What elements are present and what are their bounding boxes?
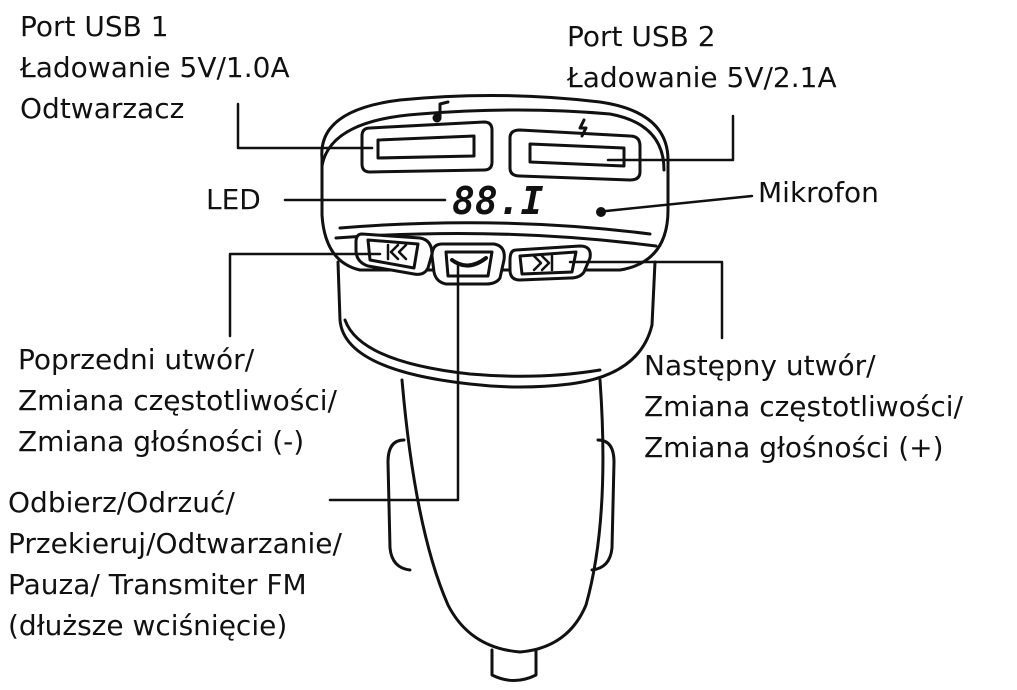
- led-display-text: 88.I: [452, 179, 544, 223]
- usb-port-2: [508, 128, 642, 182]
- label-next-line-2: Zmiana częstotliwości/: [644, 390, 963, 423]
- label-usb-port-1: Port USB 1 Ładowanie 5V/1.0A Odtwarzacz: [20, 6, 290, 129]
- charger-plug: [386, 378, 616, 682]
- label-usb2-line-2: Ładowanie 5V/2.1A: [567, 61, 837, 94]
- leader-usb1: [236, 102, 374, 150]
- label-led-text: LED: [206, 183, 261, 216]
- label-previous-track: Poprzedni utwór/ Zmiana częstotliwości/ …: [18, 339, 337, 462]
- left-spring-contact: [386, 438, 412, 572]
- label-next-line-1: Następny utwór/: [644, 349, 876, 382]
- label-answer-line-1: Odbierz/Odrzuć/: [8, 486, 235, 519]
- leader-mic: [604, 194, 754, 213]
- leader-next: [568, 260, 724, 340]
- skip-forward-icon: [532, 254, 554, 272]
- label-usb1-line-2: Ładowanie 5V/1.0A: [20, 51, 290, 84]
- label-microphone: Mikrofon: [758, 172, 879, 213]
- right-spring-contact: [590, 438, 616, 572]
- leader-lines: [228, 102, 754, 502]
- leader-answer: [328, 262, 460, 502]
- label-prev-line-2: Zmiana częstotliwości/: [18, 384, 337, 417]
- label-usb1-line-3: Odtwarzacz: [20, 92, 185, 125]
- phone-handset-icon: [450, 256, 488, 268]
- label-prev-line-3: Zmiana głośności (-): [18, 425, 305, 458]
- lightning-icon: [578, 118, 588, 138]
- label-prev-line-1: Poprzedni utwór/: [18, 343, 255, 376]
- usb-port-1: [360, 120, 494, 174]
- leader-usb2: [606, 114, 735, 162]
- plug-tip: [490, 648, 538, 682]
- charger-collar: [336, 260, 657, 389]
- leader-prev: [228, 252, 382, 338]
- label-answer-call: Odbierz/Odrzuć/ Przekieruj/Odtwarzanie/ …: [8, 482, 342, 646]
- microphone-hole: [596, 207, 606, 217]
- label-answer-line-3: Pauza/ Transmiter FM: [8, 568, 307, 601]
- skip-back-icon: [386, 243, 408, 261]
- label-next-track: Następny utwór/ Zmiana częstotliwości/ Z…: [644, 345, 963, 468]
- label-usb-port-2: Port USB 2 Ładowanie 5V/2.1A: [567, 16, 837, 98]
- label-next-line-3: Zmiana głośności (+): [644, 431, 944, 464]
- label-usb1-line-1: Port USB 1: [20, 10, 169, 43]
- label-mic-text: Mikrofon: [758, 176, 879, 209]
- label-answer-line-4: (dłuższe wciśnięcie): [8, 609, 288, 642]
- music-note-icon: [432, 100, 450, 123]
- label-usb2-line-1: Port USB 2: [567, 20, 716, 53]
- label-answer-line-2: Przekieruj/Odtwarzanie/: [8, 527, 342, 560]
- label-led: LED: [206, 179, 261, 220]
